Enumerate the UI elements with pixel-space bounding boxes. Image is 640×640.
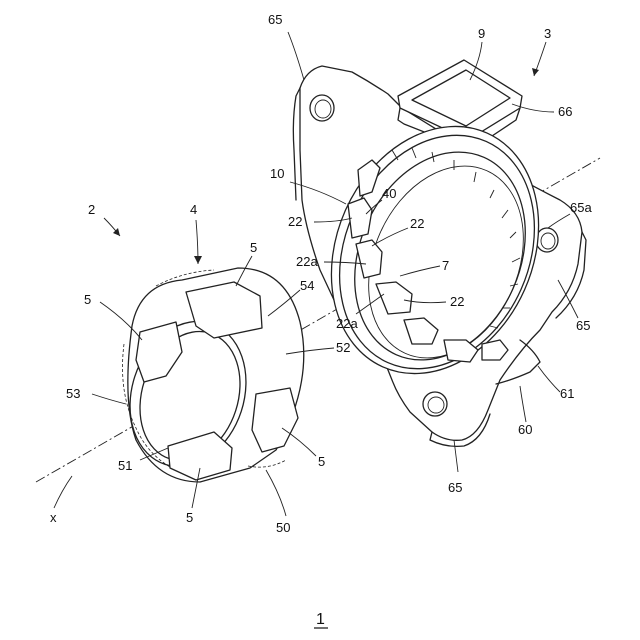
arrow-4-head	[194, 256, 202, 264]
label-53: 53	[66, 386, 80, 401]
leader-65-top	[288, 32, 304, 80]
label-22-b: 22	[410, 216, 424, 231]
label-9: 9	[478, 26, 485, 41]
leader-x	[54, 476, 72, 508]
label-22a-top: 22a	[296, 254, 318, 269]
label-5-bottom: 5	[186, 510, 193, 525]
label-10: 10	[270, 166, 284, 181]
leader-65-bottom	[454, 440, 458, 472]
window-right	[252, 388, 298, 452]
label-4: 4	[190, 202, 197, 217]
mount-hole-top	[310, 95, 334, 121]
label-51: 51	[118, 458, 132, 473]
label-22-c: 22	[450, 294, 464, 309]
label-65-bottom: 65	[448, 480, 462, 495]
arrow-3-head	[532, 68, 539, 76]
leader-53	[92, 394, 126, 404]
label-65-right: 65	[576, 318, 590, 333]
label-5-right: 5	[318, 454, 325, 469]
housing-assembly	[293, 60, 586, 446]
figure-number: 1	[316, 611, 325, 628]
leader-61	[538, 366, 560, 392]
label-60: 60	[518, 422, 532, 437]
label-5-top: 5	[250, 240, 257, 255]
label-7: 7	[442, 258, 449, 273]
mount-hole-bottom	[423, 392, 447, 416]
leader-50	[266, 470, 286, 516]
label-3: 3	[544, 26, 551, 41]
label-22a-bottom: 22a	[336, 316, 358, 331]
sleeve-4	[112, 257, 314, 482]
label-54: 54	[300, 278, 314, 293]
label-2: 2	[88, 202, 95, 217]
label-61: 61	[560, 386, 574, 401]
label-66: 66	[558, 104, 572, 119]
label-50: 50	[276, 520, 290, 535]
label-65a: 65a	[570, 200, 592, 215]
label-65-top: 65	[268, 12, 282, 27]
leader-60	[520, 386, 526, 422]
label-x: x	[50, 510, 57, 525]
label-40: 40	[382, 186, 396, 201]
label-22-a: 22	[288, 214, 302, 229]
label-5-left: 5	[84, 292, 91, 307]
label-52: 52	[336, 340, 350, 355]
